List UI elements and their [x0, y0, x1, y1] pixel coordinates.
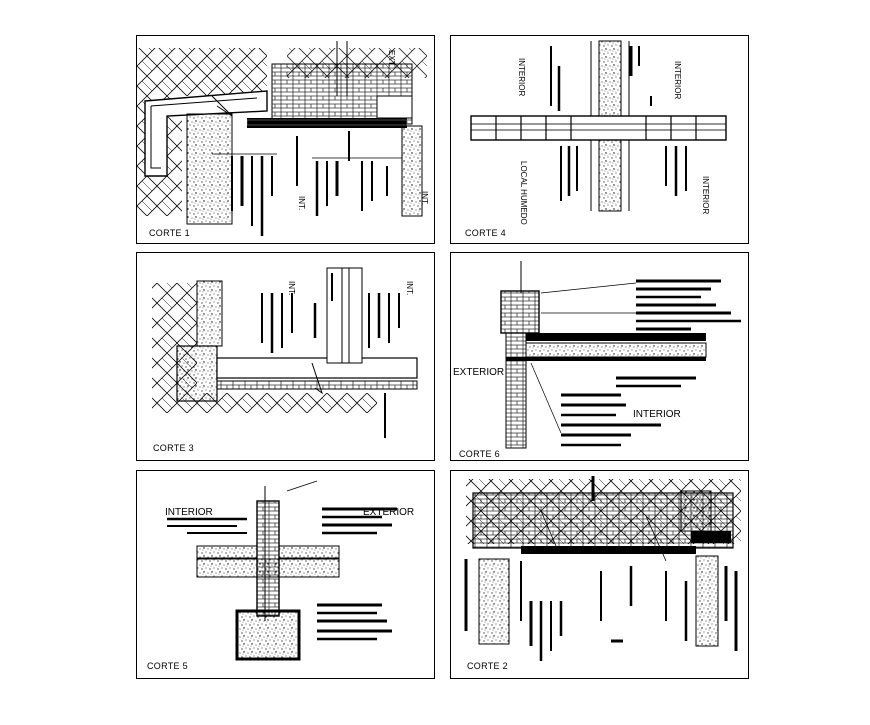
corte-2-drawing	[464, 476, 741, 661]
section-caption: CORTE 2	[467, 661, 508, 671]
label-int: INT.	[297, 196, 306, 211]
label-int: INT.	[420, 191, 429, 206]
section-caption: CORTE 6	[459, 449, 500, 459]
corte-1-drawing	[137, 41, 427, 236]
section-panel-corte-1: EXT. INT. INT. CORTE 1	[136, 35, 435, 244]
corte-6-drawing	[500, 261, 741, 449]
section-panel-corte-6: EXTERIOR INTERIOR CORTE 6	[450, 252, 749, 461]
label-exterior: EXTERIOR	[363, 507, 415, 518]
corte-4-drawing	[470, 40, 727, 212]
section-caption: CORTE 1	[149, 228, 190, 238]
section-panel-corte-3: INT. INT. CORTE 3	[136, 252, 435, 461]
label-interior: INTERIOR	[633, 409, 681, 420]
label-interior: INTERIOR	[517, 58, 526, 97]
section-panel-corte-5: INTERIOR EXTERIOR CORTE 5	[136, 470, 435, 679]
section-caption: CORTE 4	[465, 228, 506, 238]
section-caption: CORTE 5	[147, 661, 188, 671]
section-panel-corte-4: INTERIOR INTERIOR INTERIOR LOCAL HUMEDO …	[450, 35, 749, 244]
label-interior: INTERIOR	[701, 176, 710, 215]
corte-3-drawing	[152, 267, 418, 438]
label-interior: INTERIOR	[673, 61, 682, 100]
corte-5-drawing	[167, 480, 397, 661]
label-int: INT.	[287, 281, 296, 296]
label-exterior: EXTERIOR	[453, 367, 505, 378]
label-local-humedo: LOCAL HUMEDO	[519, 161, 528, 225]
section-panel-corte-2: CORTE 2	[450, 470, 749, 679]
label-ext: EXT.	[387, 50, 396, 67]
section-caption: CORTE 3	[153, 443, 194, 453]
label-int: INT.	[405, 281, 414, 296]
label-interior: INTERIOR	[165, 507, 213, 518]
